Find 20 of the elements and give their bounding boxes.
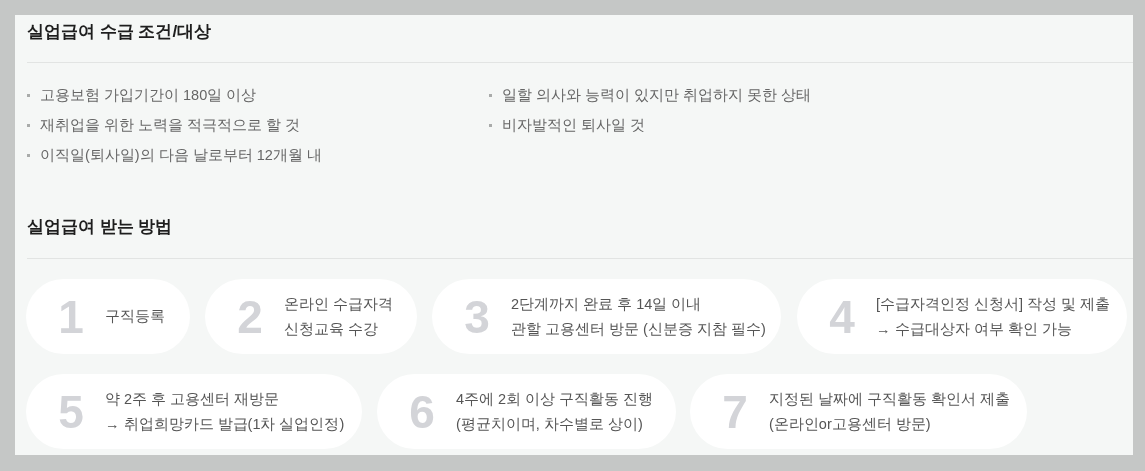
- step-text: (온라인or고용센터 방문): [769, 414, 932, 434]
- step-text: 구직등록: [105, 307, 165, 326]
- list-item-text: 고용보험 가입기간이 180일 이상: [40, 86, 257, 105]
- section-heading: 실업급여 받는 방법: [27, 216, 173, 238]
- step-text: → 수급대상자 여부 확인 가능: [876, 319, 1073, 339]
- step-text: → 취업희망카드 발급(1차 실업인정): [105, 414, 345, 434]
- step-text: 지정된 날짜에 구직활동 확인서 제출: [769, 389, 1011, 409]
- section-heading: 실업급여 수급 조건/대상: [27, 21, 212, 43]
- step-text: 신청교육 수강: [284, 319, 380, 339]
- step-text: 온라인 수급자격: [284, 294, 394, 314]
- list-item-text: 이직일(퇴사일)의 다음 날로부터 12개월 내: [40, 146, 322, 165]
- list-item-text: 일할 의사와 능력이 있지만 취업하지 못한 상태: [502, 86, 812, 105]
- step-text: 관할 고용센터 방문 (신분증 지참 필수): [511, 319, 766, 339]
- step-text: 약 2주 후 고용센터 재방문: [105, 389, 281, 409]
- list-item-text: 비자발적인 퇴사일 것: [502, 116, 646, 135]
- list-item-text: 재취업을 위한 노력을 적극적으로 할 것: [40, 116, 301, 135]
- step-text: 2단계까지 완료 후 14일 이내: [511, 294, 703, 314]
- step-text: 4주에 2회 이상 구직활동 진행: [456, 389, 654, 409]
- step-text: [수급자격인정 신청서] 작성 및 제출: [876, 294, 1111, 314]
- step-text: (평균치이며, 차수별로 상이): [456, 414, 644, 434]
